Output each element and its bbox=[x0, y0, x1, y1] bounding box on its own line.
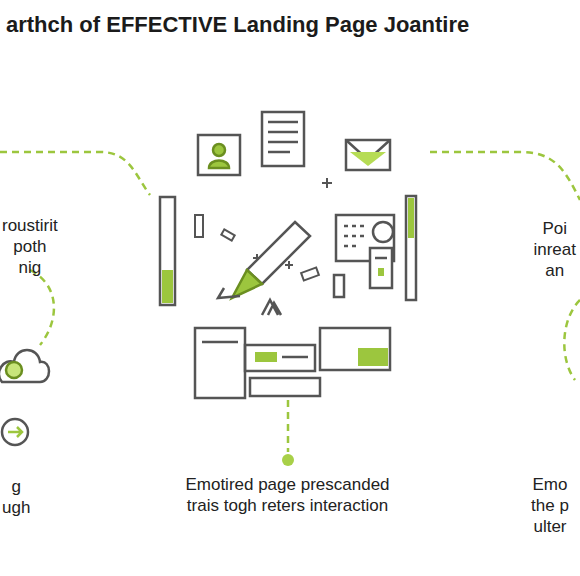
layout-icon-part bbox=[202, 341, 238, 344]
sparkles-part bbox=[195, 215, 203, 237]
document-icon-part bbox=[262, 112, 304, 166]
dashed-connector bbox=[0, 152, 580, 452]
cloud-icon-part bbox=[8, 427, 22, 437]
document-icon-part bbox=[268, 151, 290, 154]
sparkles-part bbox=[221, 229, 234, 240]
layout-icon bbox=[195, 300, 390, 398]
user-icon-part bbox=[213, 144, 225, 156]
document-icon-part bbox=[268, 121, 298, 124]
form-icon-part bbox=[375, 257, 387, 260]
text-label: Emotired page prescanded trais togh rete… bbox=[185, 474, 390, 516]
form-icon-part bbox=[373, 222, 393, 242]
title: arthch of EFFECTIVE Landing Page Joantir… bbox=[6, 12, 469, 38]
layout-icon-part bbox=[358, 348, 388, 366]
form-icon-part bbox=[334, 275, 344, 297]
dashed-connector-part bbox=[430, 152, 580, 200]
side-bar bbox=[160, 196, 416, 305]
layout-icon-part bbox=[282, 356, 308, 359]
cloud-icon-part bbox=[6, 362, 22, 378]
user-icon-part bbox=[198, 135, 240, 175]
dashed-connector-part bbox=[30, 270, 54, 345]
form-icon-part bbox=[370, 248, 392, 288]
layout-icon-part bbox=[320, 328, 390, 370]
pencil-arrow-part bbox=[247, 222, 310, 284]
side-bar-part bbox=[408, 198, 414, 238]
cloud-icon bbox=[0, 350, 49, 445]
user-icon-part bbox=[209, 161, 229, 169]
layout-icon-part bbox=[255, 352, 277, 362]
sparkles-part bbox=[322, 178, 332, 188]
side-bar-part bbox=[162, 270, 173, 303]
cloud-icon-part bbox=[2, 419, 28, 445]
text-label: Poi inreat an bbox=[533, 218, 576, 281]
text-label: g ugh bbox=[2, 476, 30, 518]
dashed-connector-part bbox=[287, 400, 290, 452]
dashed-connector-part bbox=[564, 300, 580, 380]
document-icon bbox=[262, 112, 304, 166]
layout-icon-part bbox=[245, 345, 315, 371]
document-icon-part bbox=[268, 131, 298, 134]
sparkles-part bbox=[285, 261, 293, 269]
side-bar-part bbox=[406, 196, 416, 300]
dashed-connector-part bbox=[0, 152, 150, 195]
document-icon-part bbox=[268, 141, 298, 144]
layout-icon-part bbox=[195, 328, 245, 398]
text-label: Emo the p ulter bbox=[522, 474, 578, 537]
envelope-icon bbox=[346, 140, 390, 170]
user-icon bbox=[198, 135, 240, 175]
green-dot bbox=[282, 454, 294, 466]
side-bar-part bbox=[160, 197, 175, 305]
pencil-arrow-part bbox=[232, 270, 262, 298]
form-icon-part bbox=[344, 226, 364, 246]
cloud-icon-part bbox=[0, 350, 49, 382]
layout-icon-part bbox=[262, 300, 281, 315]
sparkles-part bbox=[301, 268, 319, 281]
envelope-icon-part bbox=[346, 140, 390, 170]
pencil-arrow-part bbox=[218, 288, 240, 298]
text-label: roustirit poth nig bbox=[2, 215, 58, 278]
layout-icon-part bbox=[250, 378, 320, 396]
form-icon bbox=[334, 215, 394, 297]
form-icon-part bbox=[378, 268, 384, 276]
envelope-icon-part bbox=[350, 152, 386, 166]
pencil-arrow bbox=[218, 222, 310, 298]
